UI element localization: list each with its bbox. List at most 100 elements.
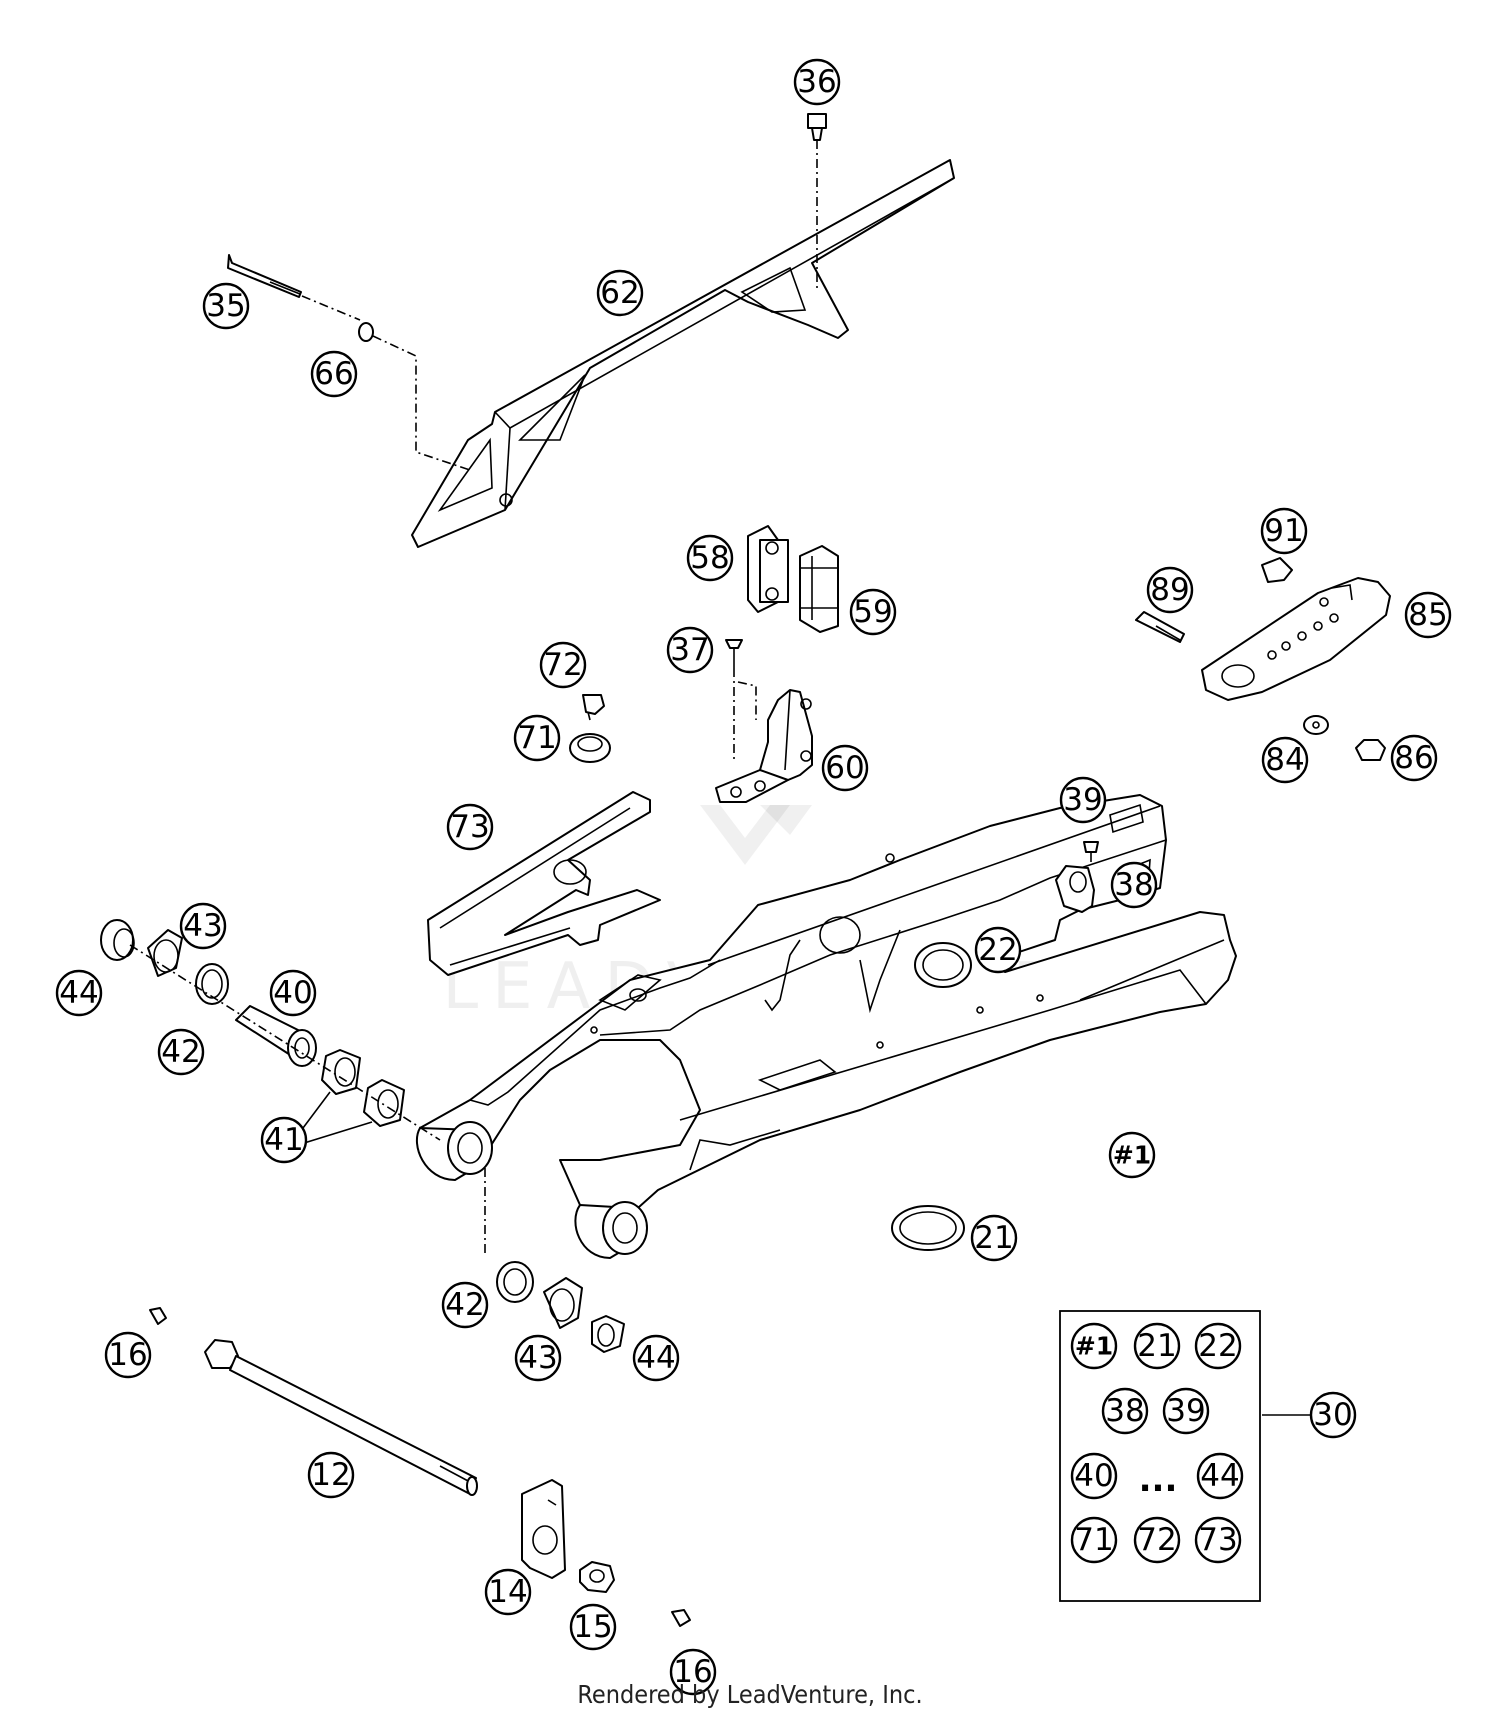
svg-text:16: 16 [108,1337,147,1373]
svg-text:84: 84 [1265,742,1304,778]
washer-71 [569,733,611,763]
svg-text:#1: #1 [1075,1332,1113,1361]
callout-60: 60 [821,744,869,792]
callout-59: 59 [849,588,897,636]
washer-42a [195,963,229,1005]
washer-42b [496,1261,534,1303]
callout-85: 85 [1404,591,1452,639]
kit-item-71: 71 [1070,1516,1118,1564]
callout-42a: 42 [157,1028,205,1076]
svg-text:22: 22 [1198,1328,1237,1364]
kit-item-21: 21 [1133,1322,1181,1370]
callout-91: 91 [1260,507,1308,555]
svg-text:21: 21 [974,1220,1013,1256]
callout-66: 66 [310,350,358,398]
nut-86 [1355,739,1386,761]
svg-text:62: 62 [600,275,639,311]
axle-12 [204,1339,478,1496]
svg-text:43: 43 [518,1340,557,1376]
svg-text:22: 22 [978,932,1017,968]
svg-text:38: 38 [1105,1393,1144,1429]
cap-16a [149,1307,167,1325]
callout-72: 72 [539,641,587,689]
plate-14 [521,1479,566,1579]
clamp-58 [747,525,789,613]
svg-text:39: 39 [1063,782,1102,818]
svg-text:66: 66 [314,356,353,392]
svg-text:21: 21 [1137,1328,1176,1364]
callout-38: 38 [1110,861,1158,909]
callout-43a: 43 [179,902,227,950]
callout-43b: 43 [514,1334,562,1382]
cap-16b [671,1609,691,1627]
svg-text:89: 89 [1150,572,1189,608]
kit-item-44: 44 [1196,1452,1244,1500]
callout-62: 62 [596,269,644,317]
callout-73: 73 [446,803,494,851]
callout-16b: 16 [669,1648,717,1696]
chain-guide-85 [1201,577,1391,701]
svg-text:73: 73 [1198,1522,1237,1558]
brace-60 [715,689,813,803]
svg-text:37: 37 [670,632,709,668]
washer-84 [1303,715,1329,735]
svg-text:71: 71 [1074,1522,1113,1558]
svg-text:40: 40 [1074,1458,1113,1494]
ring-43b [543,1277,583,1329]
ring-43a [147,929,183,977]
kit-item-22: 22 [1194,1322,1242,1370]
bolt-89 [1135,611,1185,643]
svg-text:60: 60 [825,750,864,786]
svg-text:71: 71 [517,720,556,756]
callout-58: 58 [686,534,734,582]
svg-text:91: 91 [1264,513,1303,549]
chain-slider [427,791,661,976]
svg-text:14: 14 [488,1574,527,1610]
svg-text:#1: #1 [1113,1141,1151,1170]
kit-item-72: 72 [1133,1516,1181,1564]
svg-text:44: 44 [636,1340,675,1376]
svg-text:41: 41 [264,1122,303,1158]
callout-89: 89 [1146,566,1194,614]
callout-41: 41 [260,1116,308,1164]
svg-text:59: 59 [853,594,892,630]
callout-42b: 42 [441,1281,489,1329]
svg-text:40: 40 [273,975,312,1011]
svg-text:42: 42 [161,1034,200,1070]
callout-37: 37 [666,626,714,674]
callout-21: 21 [970,1214,1018,1262]
screw-72 [582,694,605,721]
kit-item-39: 39 [1162,1387,1210,1435]
callout-35: 35 [202,282,250,330]
screw-91 [1261,557,1293,583]
svg-text:16: 16 [673,1654,712,1690]
callout-40: 40 [269,969,317,1017]
callout-36: 36 [793,58,841,106]
kit-item-1: #1 [1070,1322,1118,1370]
svg-text:42: 42 [445,1287,484,1323]
callout-71: 71 [513,714,561,762]
callout-14: 14 [484,1568,532,1616]
bolt-36 [807,113,827,290]
callout-44a: 44 [55,969,103,1017]
kit-item-73: 73 [1194,1516,1242,1564]
callout-22: 22 [974,926,1022,974]
svg-text:36: 36 [797,64,836,100]
callout-84: 84 [1261,736,1309,784]
seal-44a [100,919,135,961]
svg-text:15: 15 [573,1609,612,1645]
callout-15: 15 [569,1603,617,1651]
svg-text:58: 58 [690,540,729,576]
bolt-35 [227,254,471,471]
svg-text:72: 72 [543,647,582,683]
callout-16a: 16 [104,1331,152,1379]
svg-text:86: 86 [1394,740,1433,776]
callout-1: #1 [1108,1131,1156,1179]
svg-text:85: 85 [1408,597,1447,633]
screw-39 [1083,841,1099,862]
svg-text:73: 73 [450,809,489,845]
svg-text:35: 35 [206,288,245,324]
svg-text:44: 44 [1200,1458,1239,1494]
svg-text:30: 30 [1313,1397,1352,1433]
svg-text:44: 44 [59,975,98,1011]
